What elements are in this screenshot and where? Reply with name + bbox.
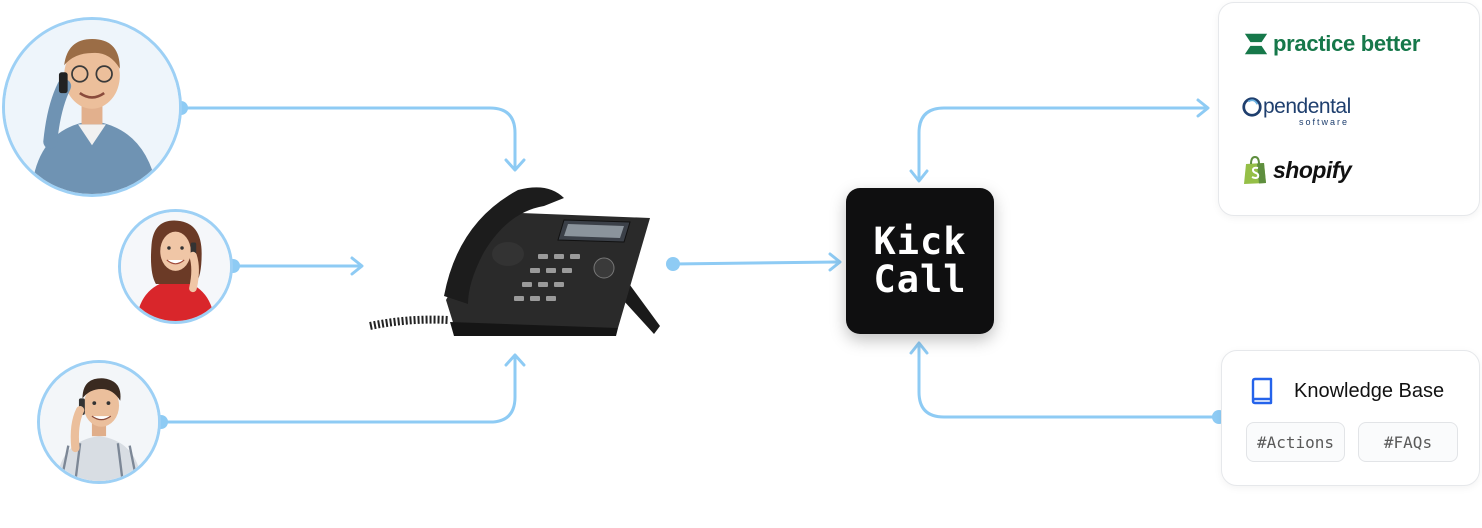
arrowhead-to-kickcall-bottom [909, 341, 929, 355]
arrowhead-caller2 [350, 256, 364, 276]
practicebetter-logo: practice better [1243, 31, 1420, 57]
arrowhead-caller1 [504, 158, 526, 172]
integrations-card: practice better pendental software shopi… [1218, 2, 1480, 216]
opendental-logo: pendental software [1241, 93, 1381, 129]
practicebetter-text: practice better [1273, 31, 1421, 56]
caller-avatar-woman [121, 212, 230, 321]
kickcall-logo-box: Kick Call [846, 188, 994, 334]
arrowhead-to-integrations [1196, 98, 1210, 118]
shopify-logo: shopify [1243, 155, 1352, 185]
kickcall-label: Kick Call [873, 220, 967, 301]
connector-knowledge-kickcall [917, 345, 1221, 419]
connector-phone-kickcall [671, 260, 840, 266]
caller-avatar-2 [118, 209, 233, 324]
connector-caller1-phone [179, 106, 517, 170]
connector-caller3-phone [159, 355, 517, 424]
knowledge-base-card: Knowledge Base #Actions #FAQs [1221, 350, 1480, 486]
shopify-text: shopify [1273, 156, 1352, 183]
arrowhead-phone-kickcall [828, 252, 842, 272]
caller-avatar-man [40, 363, 158, 481]
arrowhead-to-kickcall-top [909, 169, 929, 183]
opendental-subtext: software [1299, 117, 1350, 127]
opendental-logo-icon [1242, 97, 1262, 117]
caller-avatar-3 [37, 360, 161, 484]
opendental-text: pendental [1263, 95, 1351, 118]
tag-actions[interactable]: #Actions [1246, 422, 1345, 462]
shopify-bag-icon [1244, 155, 1266, 184]
practicebetter-logo-icon [1244, 33, 1268, 55]
caller-avatar-man-glasses [5, 20, 179, 194]
connector-dot-phone [666, 257, 680, 271]
connector-kickcall-integrations [917, 106, 1208, 179]
book-icon [1251, 377, 1273, 405]
caller-avatar-1 [2, 17, 182, 197]
arrowhead-caller3 [504, 353, 526, 367]
desk-phone-icon [369, 187, 660, 336]
knowledge-base-header: Knowledge Base [1250, 377, 1444, 405]
knowledge-base-title: Knowledge Base [1294, 379, 1445, 402]
tag-faqs[interactable]: #FAQs [1358, 422, 1458, 462]
